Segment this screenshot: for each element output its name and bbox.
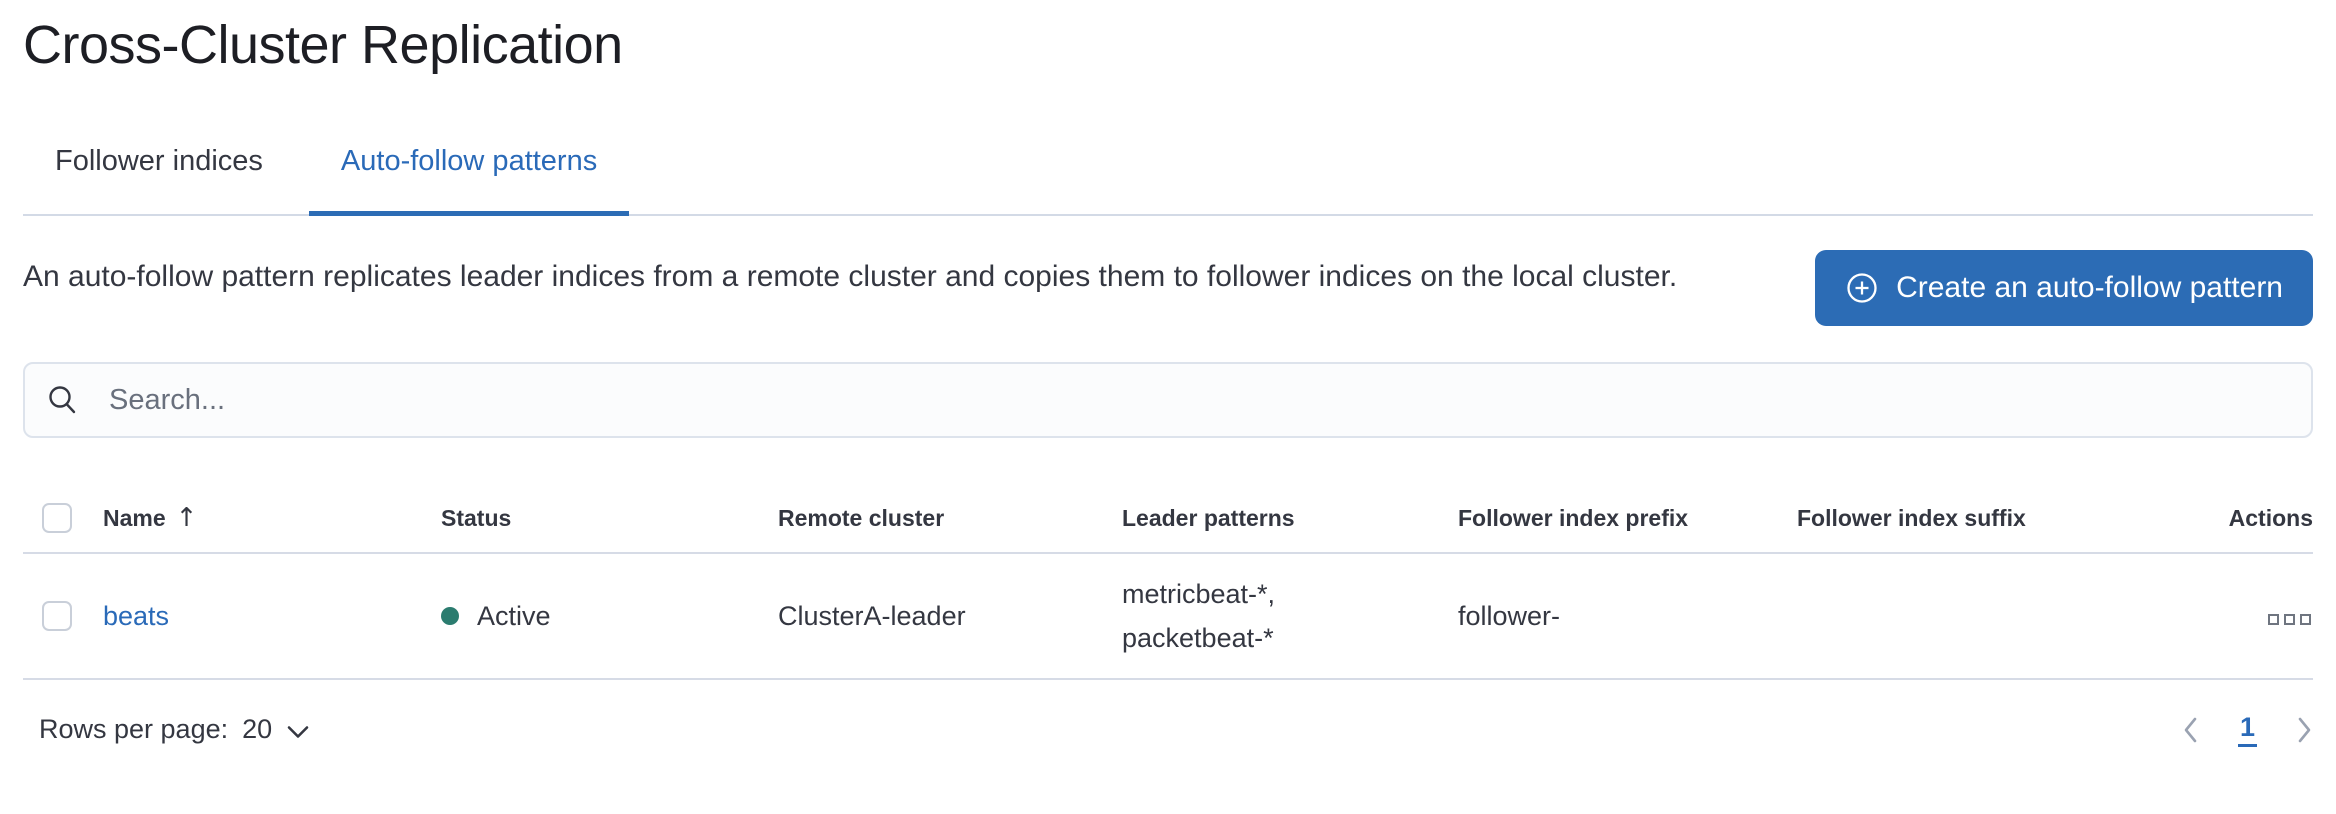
chevron-down-icon <box>287 725 309 738</box>
chevron-left-icon <box>2184 717 2197 742</box>
tab-auto-follow-patterns[interactable]: Auto-follow patterns <box>308 146 630 216</box>
table-header: Name ↑ Status Remote cluster Leader patt… <box>23 484 2313 554</box>
table-footer: Rows per page: 20 1 <box>23 712 2313 747</box>
pattern-name-link[interactable]: beats <box>103 600 170 631</box>
next-page-button[interactable] <box>2297 716 2313 744</box>
boxes-horizontal-icon[interactable] <box>2266 610 2313 629</box>
column-header-leader-patterns: Leader patterns <box>1122 504 1295 531</box>
status-cell: Active <box>441 601 778 632</box>
column-header-follower-index-prefix: Follower index prefix <box>1458 504 1689 531</box>
sort-ascending-icon: ↑ <box>175 503 198 533</box>
select-all-checkbox[interactable] <box>42 503 72 533</box>
search-input[interactable] <box>107 382 2289 418</box>
search-bar <box>23 362 2313 438</box>
row-checkbox[interactable] <box>42 601 72 631</box>
follower-index-prefix-cell: follower- <box>1458 600 1561 631</box>
table-row: beats Active ClusterA-leader metricbeat-… <box>23 554 2313 680</box>
page-1-button[interactable]: 1 <box>2237 712 2257 747</box>
rows-per-page-value: 20 <box>242 714 273 744</box>
create-button-label: Create an auto-follow pattern <box>1896 271 2283 304</box>
rows-per-page-selector[interactable]: Rows per page: 20 <box>39 714 310 745</box>
column-header-remote-cluster: Remote cluster <box>778 504 945 531</box>
remote-cluster-cell: ClusterA-leader <box>778 600 966 631</box>
cross-cluster-replication-page: Cross-Cluster Replication Follower indic… <box>0 14 2336 747</box>
previous-page-button[interactable] <box>2182 716 2198 744</box>
search-icon <box>47 384 79 416</box>
pagination: 1 <box>2182 712 2313 747</box>
page-title: Cross-Cluster Replication <box>23 15 623 75</box>
chevron-right-icon <box>2298 717 2311 742</box>
rows-per-page-label: Rows per page: <box>39 714 229 744</box>
tab-follower-indices[interactable]: Follower indices <box>55 145 263 177</box>
column-header-follower-index-suffix: Follower index suffix <box>1797 504 2026 531</box>
column-header-actions: Actions <box>2228 504 2313 531</box>
page-description: An auto-follow pattern replicates leader… <box>23 260 1678 293</box>
plus-in-circle-icon <box>1847 273 1877 303</box>
leader-patterns-cell: metricbeat-*, packetbeat-* <box>1122 579 1276 653</box>
create-auto-follow-pattern-button[interactable]: Create an auto-follow pattern <box>1815 250 2313 326</box>
column-header-status: Status <box>441 504 512 531</box>
column-header-name[interactable]: Name ↑ <box>103 503 198 533</box>
tab-bar: Follower indices Auto-follow patterns <box>23 146 2313 216</box>
status-active-dot-icon <box>441 607 459 625</box>
status-label: Active <box>477 600 551 631</box>
intro-section: An auto-follow pattern replicates leader… <box>23 250 2313 326</box>
